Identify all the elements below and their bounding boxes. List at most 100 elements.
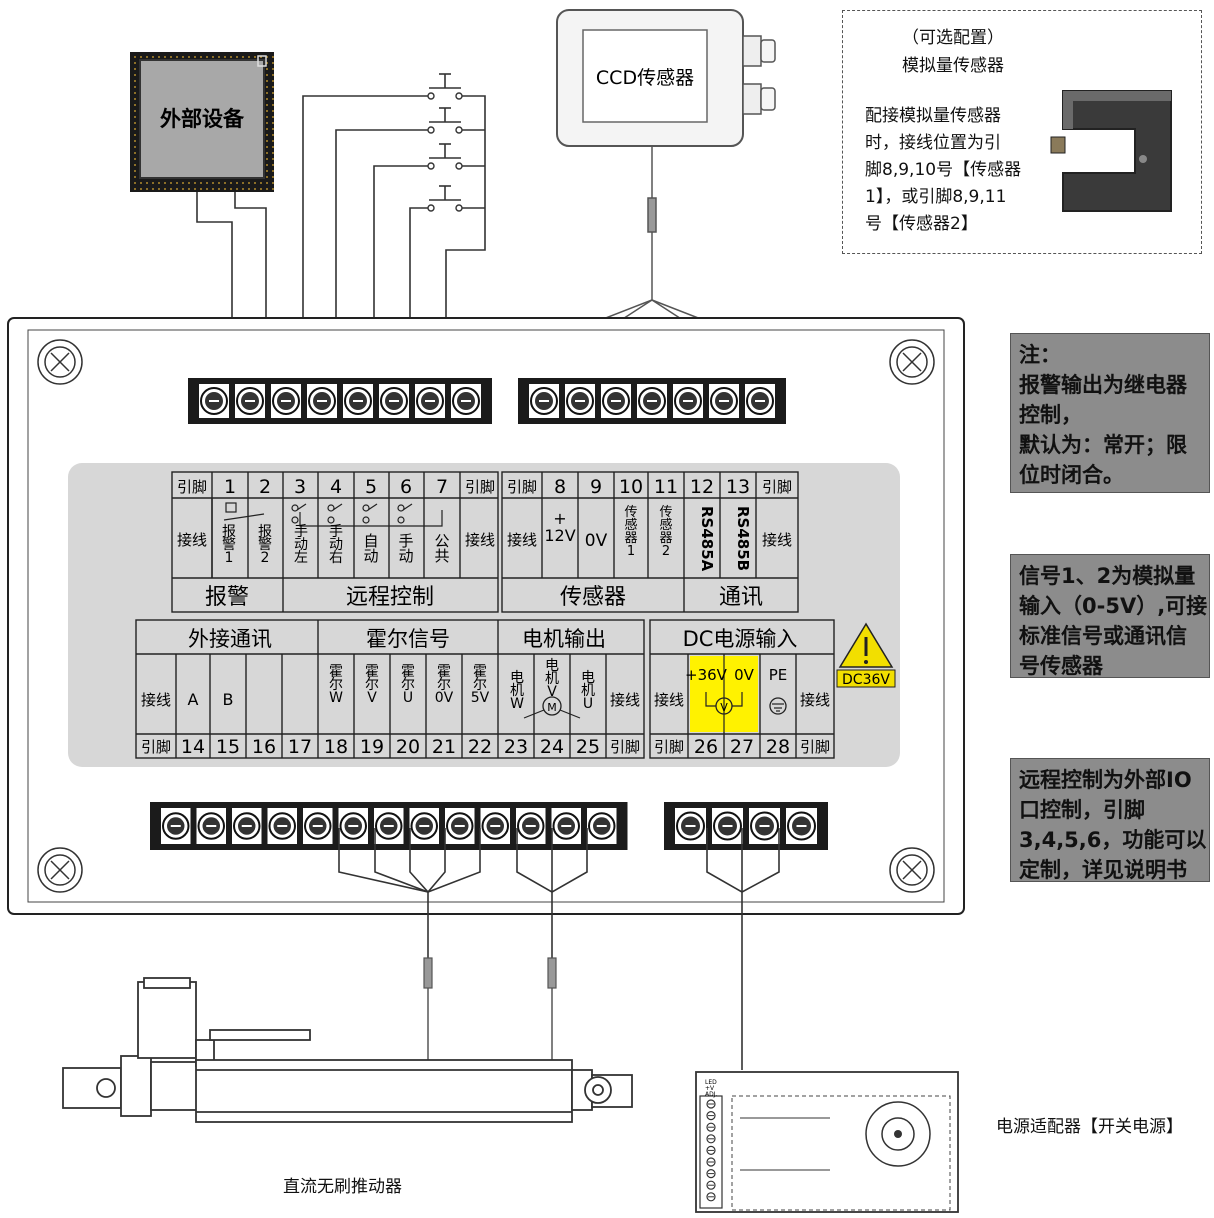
push-switches: [427, 73, 463, 212]
fn-b: B: [223, 690, 234, 709]
switch-common-line: [299, 510, 443, 527]
table-panel: [68, 463, 900, 767]
note-line: 远程控制为外部IO: [1019, 768, 1192, 792]
note-remote: 远程控制为外部IO 口控制，引脚 3,4,5,6，功能可以 定制，详见说明书: [1010, 758, 1210, 882]
relay-contact-icon: [223, 513, 265, 521]
actuator-caption: 直流无刷推动器: [283, 1177, 402, 1197]
group-sensor: 传感器: [560, 585, 626, 610]
actuator: [62, 977, 633, 1123]
pin-number: 9: [590, 476, 602, 498]
wire-header: 接线: [177, 531, 207, 549]
fn-pe: PE: [769, 666, 788, 684]
note-line: 定制，详见说明书: [1019, 858, 1187, 882]
switch-icon: [402, 503, 413, 511]
switch-contact: [455, 162, 463, 170]
switch-icon: [397, 516, 405, 524]
note-line: 3,4,5,6，功能可以: [1019, 828, 1207, 852]
optional-sensor-desc-line: 配接模拟量传感器: [865, 106, 1001, 126]
ps-led-label: LED: [705, 1079, 717, 1086]
fn-rs485b: RS485B: [734, 506, 752, 571]
optional-sensor-box: （可选配置） 模拟量传感器 配接模拟量传感器 时，接线位置为引 脚8,9,10号…: [842, 10, 1202, 254]
switch-icon: [362, 516, 370, 524]
switch-contact: [427, 162, 435, 170]
optional-sensor-title-1: （可选配置）: [902, 28, 1004, 48]
pin-header: 引脚: [177, 478, 207, 496]
switch-icon: [327, 504, 335, 512]
relay-coil-icon: [225, 502, 237, 513]
note-line: 默认为：常开；限: [1019, 433, 1187, 457]
wire-header: 接线: [507, 531, 537, 549]
upper-table-right: [501, 471, 799, 613]
upper-table-left: [171, 471, 499, 613]
note-alarm: 注： 报警输出为继电器 控制， 默认为：常开；限 位时闭合。: [1010, 333, 1210, 493]
pin-number: 15: [216, 736, 240, 758]
power-supply-terminals: [706, 1099, 716, 1202]
pin-number: 24: [540, 736, 564, 758]
note-line: 标准信号或通讯信: [1019, 624, 1187, 648]
device-wires: [196, 192, 267, 390]
voltmeter-lead: [705, 692, 716, 707]
group-motor: 电机输出: [522, 627, 606, 651]
note-line: 信号1、2为模拟量: [1019, 564, 1196, 588]
motor-icon-lead: [559, 709, 581, 719]
switch-contact: [455, 204, 463, 212]
optional-sensor-desc: 配接模拟量传感器 时，接线位置为引 脚8,9,10号【传感器 1】，或引脚8,9…: [865, 103, 1021, 238]
group-dc-power: DC电源输入: [683, 627, 798, 651]
optional-sensor-title-2: 模拟量传感器: [902, 56, 1004, 76]
terminal-blocks: [150, 378, 828, 850]
warning-badge-label: DC36V: [842, 672, 890, 688]
pin-number: 3: [294, 476, 306, 498]
pin-number: 13: [726, 476, 750, 498]
pin-number: 4: [330, 476, 342, 498]
external-device: 外部设备: [130, 52, 274, 192]
pin-number: 28: [766, 736, 790, 758]
ccd-sensor: CCD传感器: [556, 9, 776, 147]
wire-header: 接线: [654, 691, 684, 709]
pin-number: 10: [619, 476, 643, 498]
fn-plus36v: +36V: [685, 666, 728, 684]
cable-connectors: [423, 957, 557, 989]
switch-icon: [397, 504, 405, 512]
pin-number: 11: [654, 476, 678, 498]
note-line: 位时闭合。: [1019, 463, 1124, 487]
pin-number: 14: [181, 736, 205, 758]
pin-header: 引脚: [141, 738, 171, 756]
switch-contact: [455, 92, 463, 100]
group-remote: 远程控制: [346, 585, 434, 610]
mounting-screws: [37, 339, 935, 893]
fn-common: 公共: [434, 532, 449, 565]
screw-slot: [50, 352, 70, 372]
optional-sensor-desc-line: 时，接线位置为引: [865, 133, 1001, 153]
wire-header: 接线: [762, 531, 792, 549]
fn-manual-right: 手动右: [329, 524, 343, 566]
pin-number: 18: [324, 736, 348, 758]
pin-number: 26: [694, 736, 718, 758]
fn-rs485a: RS485A: [698, 506, 716, 572]
switch-contact: [427, 204, 435, 212]
switch-icon: [367, 503, 378, 511]
ground-icon: [769, 697, 787, 715]
pin-number: 2: [259, 476, 271, 498]
optional-sensor-desc-line: 脚8,9,10号【传感器: [865, 160, 1022, 180]
switch-contact: [427, 126, 435, 134]
pin-number: 7: [436, 476, 448, 498]
switch-icon: [332, 503, 343, 511]
note-line: 注：: [1019, 343, 1061, 367]
lower-table-right: [649, 619, 835, 759]
wire-header: 接线: [465, 531, 495, 549]
pin-number: 17: [288, 736, 312, 758]
note-signal: 信号1、2为模拟量 输入（0-5V）,可接 标准信号或通讯信 号传感器: [1010, 554, 1210, 678]
pin-number: 27: [730, 736, 754, 758]
pin-number: 16: [252, 736, 276, 758]
screw-slot: [902, 352, 922, 372]
pin-header: 引脚: [654, 738, 684, 756]
pin-number: 20: [396, 736, 420, 758]
